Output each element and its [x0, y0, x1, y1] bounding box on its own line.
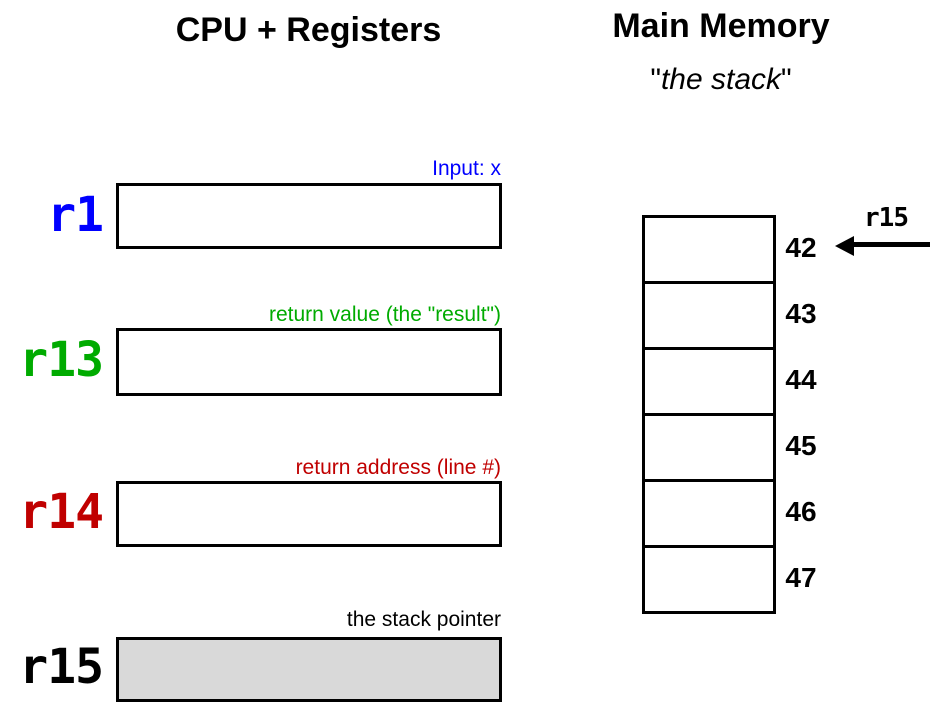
register-r15-name: r15 — [19, 639, 104, 695]
register-r15-box — [116, 637, 502, 702]
stack-subtitle-close-quote: " — [781, 63, 792, 96]
register-r13-name: r13 — [19, 332, 104, 388]
left-arrow-icon — [835, 236, 854, 256]
register-r1-box — [116, 183, 502, 249]
memory-cell-44 — [642, 347, 776, 416]
register-r15-annotation: the stack pointer — [346, 608, 501, 631]
memory-address-label-42: 42 — [785, 232, 817, 263]
stack-subtitle: "the stack" — [591, 60, 851, 100]
arrow-shaft — [853, 242, 930, 247]
register-r1-annotation: Input: x — [432, 157, 501, 180]
memory-address-label-47: 47 — [785, 562, 817, 593]
cpu-panel-title: CPU + Registers — [175, 11, 442, 49]
register-r14-box — [116, 481, 502, 547]
register-r1-name: r1 — [47, 187, 104, 243]
memory-stack — [642, 215, 776, 614]
main-memory-title: Main Memory — [612, 7, 830, 45]
memory-address-label-43: 43 — [785, 298, 817, 329]
r15-pointer-label: r15 — [864, 203, 909, 233]
stack-subtitle-text: the stack — [660, 63, 782, 96]
memory-cell-42 — [642, 215, 776, 284]
memory-address-label-46: 46 — [785, 496, 817, 527]
memory-cell-47 — [642, 545, 776, 614]
memory-cell-45 — [642, 413, 776, 482]
stack-subtitle-open-quote: " — [650, 63, 661, 96]
memory-address-label-44: 44 — [785, 364, 817, 395]
register-r13-box — [116, 328, 502, 396]
register-r14-name: r14 — [19, 484, 104, 540]
register-r13-annotation: return value (the "result") — [268, 303, 501, 326]
memory-address-label-45: 45 — [785, 430, 817, 461]
memory-cell-46 — [642, 479, 776, 548]
register-r14-annotation: return address (line #) — [295, 456, 501, 479]
memory-cell-43 — [642, 281, 776, 350]
